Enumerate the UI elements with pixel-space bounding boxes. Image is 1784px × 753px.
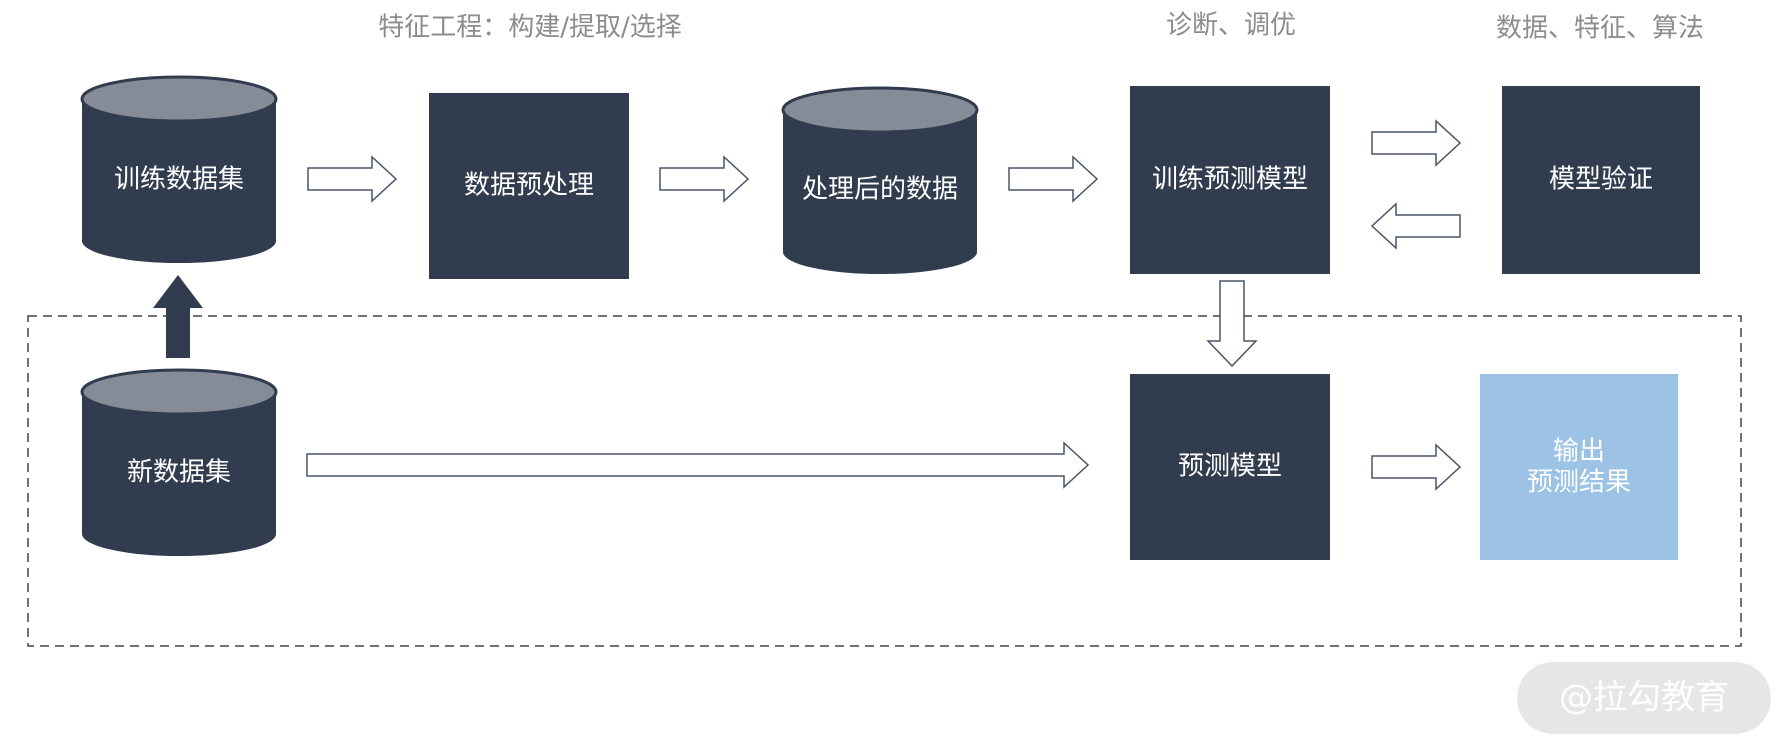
flow-arrow-3 xyxy=(1008,155,1099,203)
feature-engineering-note: 特征工程：构建/提取/选择 xyxy=(378,13,682,43)
prediction-stage-region xyxy=(27,315,1742,647)
prediction-model-box: 预测模型 xyxy=(1130,374,1330,560)
long-flow-arrow xyxy=(306,441,1090,489)
to-validation-arrow xyxy=(1371,119,1462,167)
new-dataset-label: 新数据集 xyxy=(127,458,231,488)
processed-data-label: 处理后的数据 xyxy=(802,175,958,205)
down-to-prediction-arrow xyxy=(1206,280,1258,368)
watermark-text: @拉勾教育 xyxy=(1559,678,1729,718)
training-dataset-label: 训练数据集 xyxy=(114,165,244,195)
train-model-label: 训练预测模型 xyxy=(1152,165,1308,195)
feedback-up-arrow xyxy=(153,275,203,358)
from-validation-arrow xyxy=(1370,202,1461,250)
data-feature-algo-note: 数据、特征、算法 xyxy=(1496,14,1704,44)
output-label-line2: 预测结果 xyxy=(1527,468,1631,498)
flow-arrow-1 xyxy=(307,155,398,203)
model-validation-box: 模型验证 xyxy=(1502,86,1700,274)
flow-arrow-2 xyxy=(659,155,750,203)
watermark: @拉勾教育 xyxy=(1517,662,1771,734)
output-box: 输出 预测结果 xyxy=(1480,374,1678,560)
to-output-arrow xyxy=(1371,443,1462,491)
output-label-line1: 输出 xyxy=(1553,437,1605,467)
model-validation-label: 模型验证 xyxy=(1549,165,1653,195)
training-dataset-cylinder: 训练数据集 xyxy=(80,75,278,263)
prediction-model-label: 预测模型 xyxy=(1178,452,1282,482)
preprocessing-label: 数据预处理 xyxy=(464,171,594,201)
preprocessing-box: 数据预处理 xyxy=(429,93,629,279)
processed-data-cylinder: 处理后的数据 xyxy=(781,86,979,274)
train-model-box: 训练预测模型 xyxy=(1130,86,1330,274)
diagnose-tune-note: 诊断、调优 xyxy=(1166,11,1296,41)
new-dataset-cylinder: 新数据集 xyxy=(80,368,278,556)
